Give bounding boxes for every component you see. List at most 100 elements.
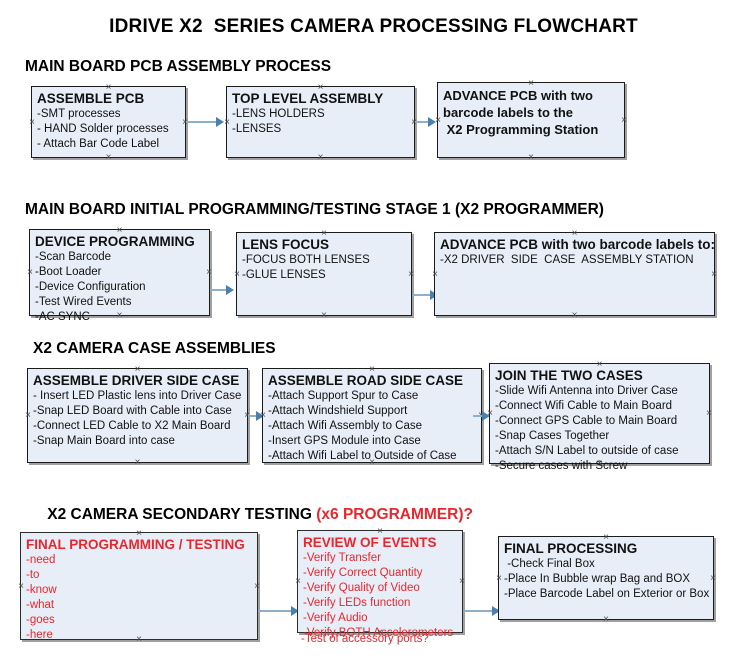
node-line: -Device Configuration xyxy=(35,281,146,293)
node-line: -Place Barcode Label on Exterior or Box xyxy=(504,588,710,600)
node-line: -Attach S/N Label to outside of case xyxy=(495,445,679,457)
resize-handle-left[interactable] xyxy=(431,270,440,279)
node-title: REVIEW OF EVENTS xyxy=(303,535,437,550)
resize-handle-top[interactable] xyxy=(368,365,377,374)
node-advance-pcb-programming-station[interactable]: ADVANCE PCB with two barcode labels to t… xyxy=(437,82,625,158)
node-join-the-two-cases[interactable]: JOIN THE TWO CASES -Slide Wifi Antenna i… xyxy=(486,360,710,472)
node-line: -Check Final Box xyxy=(504,558,595,570)
node-line: -Connect LED Cable to X2 Main Board xyxy=(33,420,231,432)
node-assemble-driver-side-case[interactable]: ASSEMBLE DRIVER SIDE CASE - Insert LED P… xyxy=(27,368,248,463)
connector-top-level-to-advance-pcb[interactable] xyxy=(415,121,430,123)
node-line: -Attach Windshield Support xyxy=(268,405,408,417)
resize-handle-bottom[interactable] xyxy=(602,615,611,624)
node-line: -Snap Main Board into case xyxy=(33,435,175,447)
resize-handle-right[interactable] xyxy=(458,577,467,586)
node-line: -SMT processes xyxy=(37,108,121,120)
node-top-level-assembly[interactable]: TOP LEVEL ASSEMBLY -LENS HOLDERS -LENSES xyxy=(226,86,415,158)
resize-handle-top[interactable] xyxy=(104,83,113,92)
node-review-of-events[interactable]: REVIEW OF EVENTS -Verify Transfer -Verif… xyxy=(294,527,463,639)
resize-handle-top[interactable] xyxy=(602,533,611,542)
node-line: -FOCUS BOTH LENSES xyxy=(242,254,370,266)
resize-handle-top[interactable] xyxy=(135,529,144,538)
node-body: ASSEMBLE PCB -SMT processes - HAND Solde… xyxy=(32,87,185,152)
resize-handle-right[interactable] xyxy=(710,270,719,279)
resize-handle-top[interactable] xyxy=(570,229,579,238)
connector-final-programming-to-review-of-events[interactable] xyxy=(258,610,294,612)
resize-handle-top[interactable] xyxy=(115,226,124,235)
resize-handle-left[interactable] xyxy=(495,574,504,583)
node-title: ADVANCE PCB with two barcode labels to: xyxy=(440,237,716,252)
node-assemble-road-side-case[interactable]: ASSEMBLE ROAD SIDE CASE -Attach Support … xyxy=(262,368,482,463)
resize-handle-left[interactable] xyxy=(223,118,232,127)
resize-handle-right[interactable] xyxy=(205,268,214,277)
node-line: -LENS HOLDERS xyxy=(232,108,325,120)
resize-handle-left[interactable] xyxy=(233,270,242,279)
resize-handle-bottom[interactable] xyxy=(104,153,113,162)
resize-handle-top[interactable] xyxy=(376,527,385,536)
node-title: FINAL PROCESSING xyxy=(504,541,638,556)
node-line: -Verify LEDs function xyxy=(303,597,411,609)
node-line: -Boot Loader xyxy=(35,266,102,278)
resize-handle-left[interactable] xyxy=(26,268,35,277)
resize-handle-right[interactable] xyxy=(253,582,262,591)
connector-device-programming-to-lens-focus[interactable] xyxy=(210,289,228,291)
node-title: LENS FOCUS xyxy=(242,237,330,252)
node-title: JOIN THE TWO CASES xyxy=(495,368,643,383)
node-assemble-pcb[interactable]: ASSEMBLE PCB -SMT processes - HAND Solde… xyxy=(31,86,186,158)
resize-handle-left[interactable] xyxy=(24,411,33,420)
resize-handle-bottom[interactable] xyxy=(135,635,144,644)
resize-handle-bottom[interactable] xyxy=(368,458,377,467)
node-line: -Verify BOTH Accelerometers xyxy=(303,627,454,639)
node-body: FINAL PROGRAMMING / TESTING -need -to -k… xyxy=(21,533,257,643)
resize-handle-left[interactable] xyxy=(486,409,495,418)
resize-handle-left[interactable] xyxy=(434,116,443,125)
resize-handle-top[interactable] xyxy=(595,360,604,369)
page-title: IDRIVE X2 SERIES CAMERA PROCESSING FLOWC… xyxy=(109,16,638,37)
connector-review-of-events-to-final-processing[interactable] xyxy=(463,610,495,612)
connector-arrow-icon xyxy=(291,606,299,616)
node-line: -Test Wired Events xyxy=(35,296,132,308)
node-body: ADVANCE PCB with two barcode labels to: … xyxy=(435,233,716,268)
node-line: -Place In Bubble wrap Bag and BOX xyxy=(504,573,691,585)
resize-handle-bottom[interactable] xyxy=(115,311,124,320)
resize-handle-bottom[interactable] xyxy=(595,459,604,468)
connector-lens-focus-to-advance-pcb-driver[interactable] xyxy=(412,294,434,296)
node-lens-focus[interactable]: LENS FOCUS -FOCUS BOTH LENSES -GLUE LENS… xyxy=(236,232,412,316)
resize-handle-top[interactable] xyxy=(133,365,142,374)
resize-handle-right[interactable] xyxy=(709,574,718,583)
node-final-processing[interactable]: FINAL PROCESSING -Check Final Box -Place… xyxy=(498,536,714,620)
node-advance-pcb-driver-side-case[interactable]: ADVANCE PCB with two barcode labels to: … xyxy=(434,232,715,316)
resize-handle-right[interactable] xyxy=(407,270,416,279)
resize-handle-right[interactable] xyxy=(705,409,714,418)
node-device-programming[interactable]: DEVICE PROGRAMMING -Scan Barcode -Boot L… xyxy=(26,226,210,323)
resize-handle-bottom[interactable] xyxy=(316,153,325,162)
node-title: ADVANCE PCB with two xyxy=(443,88,593,103)
node-line: -Snap Cases Together xyxy=(495,430,610,442)
resize-handle-left[interactable] xyxy=(259,411,268,420)
resize-handle-bottom[interactable] xyxy=(570,311,579,320)
resize-handle-left[interactable] xyxy=(28,118,37,127)
node-body: DEVICE PROGRAMMING -Scan Barcode -Boot L… xyxy=(30,230,209,325)
resize-handle-bottom[interactable] xyxy=(320,311,329,320)
connector-driver-case-to-road-case[interactable] xyxy=(248,415,260,417)
node-line: -goes xyxy=(26,614,55,626)
node-line: -X2 DRIVER SIDE CASE ASSEMBLY STATION xyxy=(440,254,694,266)
resize-handle-left[interactable] xyxy=(294,577,303,586)
resize-handle-left[interactable] xyxy=(17,582,26,591)
resize-handle-bottom[interactable] xyxy=(527,153,536,162)
node-body: FINAL PROCESSING -Check Final Box -Place… xyxy=(499,537,713,602)
resize-handle-top[interactable] xyxy=(320,229,329,238)
node-title: ASSEMBLE PCB xyxy=(37,91,145,106)
node-line: -what xyxy=(26,599,55,611)
node-line: -Insert GPS Module into Case xyxy=(268,435,421,447)
node-line: -to xyxy=(26,569,40,581)
node-title: FINAL PROGRAMMING / TESTING xyxy=(26,537,245,552)
resize-handle-bottom[interactable] xyxy=(133,458,142,467)
resize-handle-top[interactable] xyxy=(527,79,536,88)
resize-handle-top[interactable] xyxy=(316,83,325,92)
connector-arrow-icon xyxy=(226,285,234,295)
connector-road-case-to-join-cases[interactable] xyxy=(473,415,487,417)
connector-assemble-pcb-to-top-level[interactable] xyxy=(186,121,218,123)
node-final-programming-testing[interactable]: FINAL PROGRAMMING / TESTING -need -to -k… xyxy=(17,529,258,643)
resize-handle-right[interactable] xyxy=(620,116,629,125)
